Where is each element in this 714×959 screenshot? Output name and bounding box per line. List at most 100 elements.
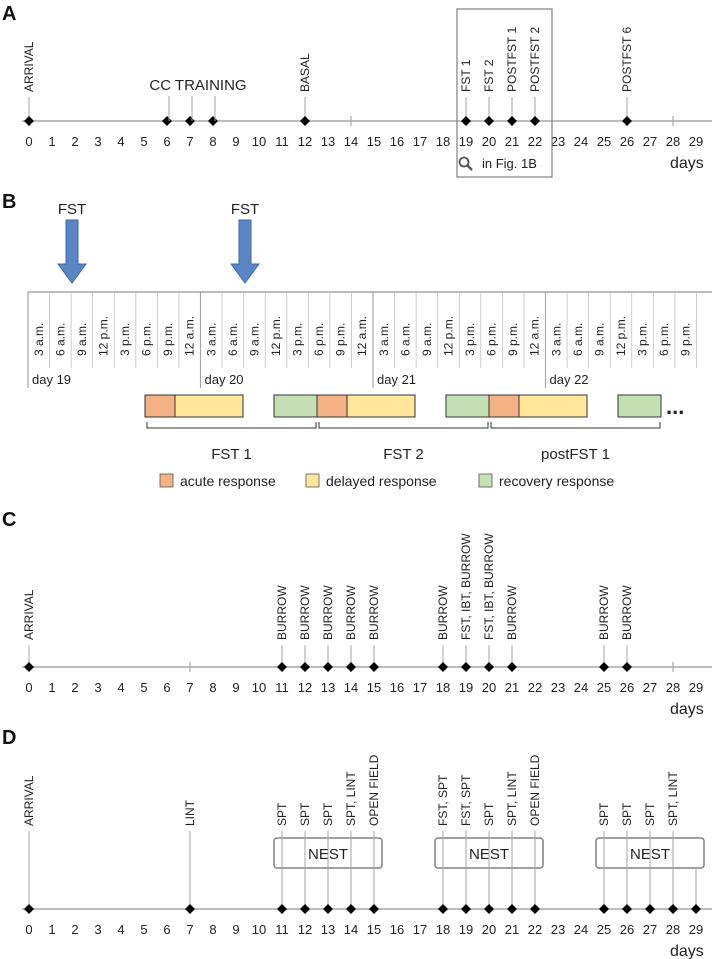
event-marker	[484, 662, 494, 672]
event-marker	[24, 904, 34, 914]
event-label: OPEN FIELD	[367, 754, 381, 826]
event-marker	[484, 116, 494, 126]
event-marker	[507, 662, 517, 672]
day-tick-label: 27	[643, 922, 657, 937]
time-of-day-label: 12 p.m.	[441, 316, 455, 356]
day-tick-label: 26	[620, 134, 634, 149]
event-label: FST 1	[459, 59, 473, 92]
day-tick-label: 17	[413, 134, 427, 149]
time-of-day-label: 6 p.m.	[312, 323, 326, 356]
day-tick-label: 24	[574, 680, 588, 695]
fig1b-highlight-box	[456, 8, 553, 178]
day-tick-label: 19	[459, 922, 473, 937]
day-tick-label: 6	[163, 680, 170, 695]
fst-arrow-1-shape	[57, 219, 87, 284]
day-tick-label: 0	[25, 680, 32, 695]
time-of-day-label: 3 a.m.	[32, 323, 46, 356]
day-tick-label: 25	[597, 134, 611, 149]
time-of-day-label: 12 p.m.	[269, 316, 283, 356]
day-tick-label: 27	[643, 680, 657, 695]
event-marker	[461, 904, 471, 914]
event-label: BURROW	[344, 585, 358, 640]
recovery-response-block	[445, 394, 490, 418]
event-label: FST, SPT	[459, 774, 473, 826]
group-bracket	[490, 422, 661, 429]
event-label: LINT	[183, 799, 197, 826]
fst-arrow-2-label: FST	[231, 201, 259, 218]
day-tick-label: 12	[298, 680, 312, 695]
event-label: POSTFST 1	[505, 27, 519, 92]
event-marker	[369, 904, 379, 914]
day-tick-label: 5	[140, 922, 147, 937]
event-label: SPT, LINT	[666, 771, 680, 826]
day-tick-label: 29	[689, 680, 703, 695]
time-of-day-label: 12 a.m.	[183, 316, 197, 356]
day-tick-label: 1	[48, 680, 55, 695]
day-tick-label: 16	[390, 922, 404, 937]
day-tick-label: 10	[252, 680, 266, 695]
event-marker	[530, 904, 540, 914]
time-of-day-label: 6 p.m.	[657, 323, 671, 356]
event-marker	[507, 904, 517, 914]
event-marker	[599, 904, 609, 914]
time-of-day-label: 9 p.m.	[334, 323, 348, 356]
group-label: postFST 1	[541, 446, 610, 463]
fst-arrow-1-label: FST	[58, 201, 86, 218]
panel-a-days-label: days	[670, 155, 704, 172]
day-tick-label: 6	[163, 922, 170, 937]
acute-response-block	[488, 394, 520, 418]
legend-delayed-label: delayed response	[326, 473, 437, 489]
day-tick-label: 4	[117, 680, 124, 695]
day-tick-label: 9	[232, 922, 239, 937]
event-marker	[645, 904, 655, 914]
event-marker	[691, 904, 701, 914]
day-tick-label: 1	[48, 922, 55, 937]
time-of-day-label: 3 a.m.	[204, 323, 218, 356]
cc-training-label: CC TRAINING	[149, 77, 246, 94]
day-tick-label: 28	[666, 922, 680, 937]
day-tick-label: 13	[321, 922, 335, 937]
time-of-day-label: 6 a.m.	[571, 323, 585, 356]
panel-a-label: A	[2, 3, 16, 25]
day-tick-label: 26	[620, 922, 634, 937]
legend-delayed-swatch	[305, 473, 320, 488]
day-tick-label: 28	[666, 680, 680, 695]
time-of-day-label: 12 a.m.	[528, 316, 542, 356]
day-tick-label: 2	[71, 134, 78, 149]
event-marker	[277, 904, 287, 914]
event-marker	[346, 662, 356, 672]
day-tick-label: 6	[163, 134, 170, 149]
day-tick-label: 2	[71, 680, 78, 695]
legend-acute-label: acute response	[180, 473, 276, 489]
day-tick-label: 29	[689, 922, 703, 937]
event-label: POSTFST 6	[620, 27, 634, 92]
time-of-day-label: 12 p.m.	[614, 316, 628, 356]
day-tick-label: 8	[209, 134, 216, 149]
event-marker	[438, 904, 448, 914]
panel-c-label: C	[2, 509, 16, 531]
panel-b-hour-scale: 3 a.m.6 a.m.9 a.m.12 p.m.3 p.m.6 p.m.9 p…	[27, 292, 697, 388]
day-name-label: day 21	[377, 372, 416, 387]
legend-acute-swatch	[159, 473, 174, 488]
time-of-day-label: 9 a.m.	[247, 323, 261, 356]
event-marker	[208, 116, 218, 126]
group-bracket	[146, 422, 317, 429]
day-tick-label: 9	[232, 134, 239, 149]
event-label: SPT	[643, 802, 657, 826]
day-tick-label: 8	[209, 922, 216, 937]
event-marker	[507, 116, 517, 126]
day-tick-label: 24	[574, 134, 588, 149]
event-label: SPT	[275, 802, 289, 826]
day-tick-label: 11	[275, 922, 289, 937]
event-label: BURROW	[321, 585, 335, 640]
event-marker	[300, 904, 310, 914]
day-tick-label: 8	[209, 680, 216, 695]
event-marker	[668, 904, 678, 914]
event-label: BURROW	[505, 585, 519, 640]
day-tick-label: 19	[459, 680, 473, 695]
day-tick-label: 17	[413, 680, 427, 695]
